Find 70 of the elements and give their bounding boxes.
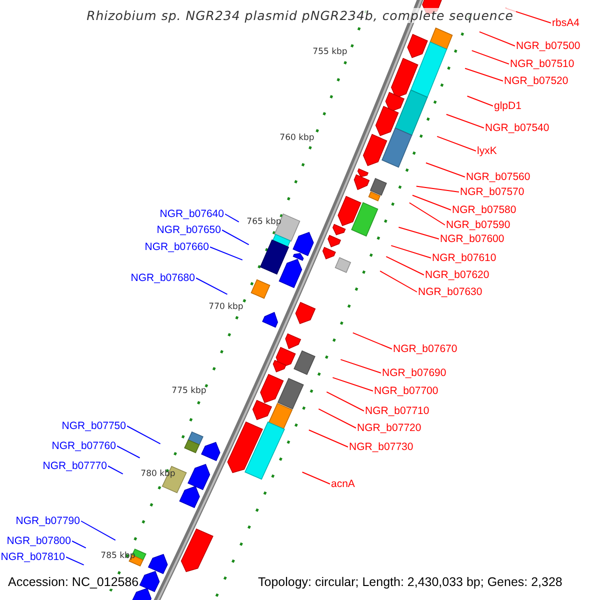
gene-label: NGR_b07610 — [431, 252, 498, 264]
gene-label: NGR_b07660 — [144, 241, 210, 253]
gene-label: NGR_b07800 — [6, 535, 72, 547]
leader-line — [408, 202, 446, 226]
leader-line — [466, 96, 494, 106]
leader-line — [380, 270, 418, 292]
leader-line — [72, 540, 86, 548]
leader-line — [478, 31, 516, 46]
leader-line — [222, 230, 250, 246]
gene-label: NGR_b07630 — [417, 286, 484, 298]
info-text: Topology: circular; Length: 2,430,033 bp; Genes: 2,328 — [258, 575, 562, 589]
leader-line — [126, 426, 161, 444]
gene-label: NGR_b07640 — [158, 208, 225, 220]
leader-line — [436, 136, 476, 152]
scale-label: 760 kbp — [280, 133, 314, 143]
leader-line — [464, 68, 504, 82]
leader-line — [80, 520, 116, 541]
gene-label: NGR_b07600 — [439, 233, 506, 245]
gene-label: NGR_b07540 — [484, 122, 550, 134]
leader-line — [308, 430, 348, 448]
leader-line — [340, 359, 382, 374]
gene-label: NGR_b07650 — [156, 224, 222, 236]
scale-label: 775 kbp — [172, 386, 206, 396]
gene-label: NGR_b07560 — [465, 171, 532, 183]
gene-label: NGR_b07510 — [509, 58, 576, 70]
scale-label: 755 kbp — [312, 47, 348, 57]
leader-line — [426, 162, 466, 178]
leader-line — [352, 332, 392, 350]
gene-label: NGR_b07710 — [364, 405, 430, 417]
leader-line — [196, 278, 228, 295]
leader-line — [412, 194, 452, 210]
leader-line — [210, 246, 243, 260]
leader-line — [398, 226, 440, 240]
gene-label: NGR_b07670 — [392, 343, 458, 355]
info-text: Accession: NC_012586 — [8, 575, 139, 589]
leader-line — [416, 186, 460, 192]
leader-line — [116, 446, 140, 458]
leader-line — [446, 114, 484, 128]
leader-line — [318, 408, 356, 428]
gene-label: glpD1 — [493, 100, 522, 112]
gene-label: NGR_b07750 — [60, 420, 127, 432]
gene-label: NGR_b07500 — [515, 40, 582, 52]
leader-line — [302, 472, 330, 484]
leader-line — [224, 214, 240, 222]
gene-label: NGR_b07720 — [356, 422, 422, 434]
leader-line — [386, 256, 424, 276]
gene-label: acnA — [330, 478, 356, 490]
leader-line — [108, 466, 124, 474]
gene-label: NGR_b07520 — [503, 75, 570, 87]
gene-label: NGR_b07700 — [373, 385, 440, 397]
gene-label: NGR_b07680 — [130, 272, 196, 284]
gene-label: NGR_b07590 — [445, 219, 512, 231]
gene-label: NGR_b07730 — [348, 441, 414, 453]
leader-line — [66, 556, 84, 566]
gene-label: NGR_b07810 — [0, 551, 66, 563]
gene-label: NGR_b07760 — [50, 440, 117, 452]
gene-label: NGR_b07570 — [459, 186, 526, 198]
gene-label: NGR_b07620 — [424, 269, 490, 281]
scale-label: 765 kbp — [246, 217, 282, 227]
gene-label: NGR_b07790 — [14, 515, 81, 527]
gene-label: NGR_b07580 — [451, 204, 518, 216]
scale-label: 770 kbp — [208, 302, 244, 312]
leader-line — [332, 377, 374, 392]
gene-label: NGR_b07690 — [381, 367, 448, 379]
gene-label: NGR_b07770 — [42, 460, 108, 472]
gene-label: lyxK — [476, 145, 498, 157]
leader-line — [326, 391, 364, 412]
leader-line — [390, 245, 432, 258]
leader-line — [471, 50, 510, 64]
gene-label: rbsA4 — [551, 17, 580, 29]
